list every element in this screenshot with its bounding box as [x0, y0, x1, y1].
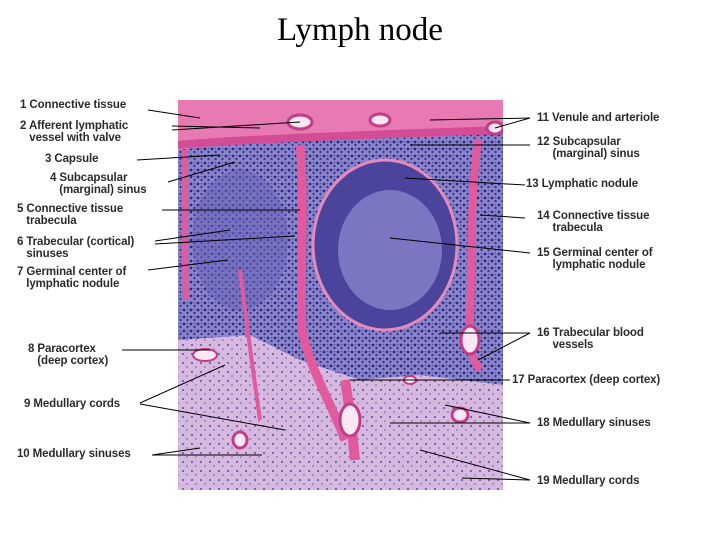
label-connective-tissue-trabecula-right: 14 Connective tissue trabecula — [537, 210, 650, 234]
label-connective-tissue-trabecula: 5 Connective tissue trabecula — [17, 203, 124, 227]
label-venule-arteriole: 11 Venule and arteriole — [537, 112, 660, 124]
label-medullary-sinuses-right: 18 Medullary sinuses — [537, 417, 651, 429]
label-germinal-center-left: 7 Germinal center of lymphatic nodule — [17, 266, 127, 290]
tissue-section — [178, 100, 503, 490]
label-connective-tissue: 1 Connective tissue — [20, 99, 127, 111]
label-lymphatic-nodule: 13 Lymphatic nodule — [526, 178, 639, 190]
label-afferent-lymphatic-vessel: 2 Afferent lymphatic vessel with valve — [20, 120, 129, 144]
label-trabecular-blood-vessels: 16 Trabecular blood vessels — [537, 327, 644, 351]
leader-lines-right — [350, 117, 531, 481]
label-paracortex-right: 17 Paracortex (deep cortex) — [512, 374, 661, 386]
label-subcapsular-sinus: 4 Subcapsular (marginal) sinus — [50, 172, 147, 196]
label-medullary-sinuses-left: 10 Medullary sinuses — [17, 448, 131, 460]
leader-lines-left — [122, 109, 301, 456]
label-medullary-cords-left: 9 Medullary cords — [24, 398, 121, 410]
label-capsule: 3 Capsule — [45, 153, 99, 165]
label-medullary-cords-right: 19 Medullary cords — [537, 475, 640, 487]
label-trabecular-sinuses: 6 Trabecular (cortical) sinuses — [17, 236, 135, 260]
label-paracortex-left: 8 Paracortex (deep cortex) — [28, 343, 109, 367]
label-subcapsular-sinus-right: 12 Subcapsular (marginal) sinus — [537, 136, 640, 160]
page-title: Lymph node — [277, 12, 443, 48]
label-germinal-center-right: 15 Germinal center of lymphatic nodule — [537, 247, 653, 271]
